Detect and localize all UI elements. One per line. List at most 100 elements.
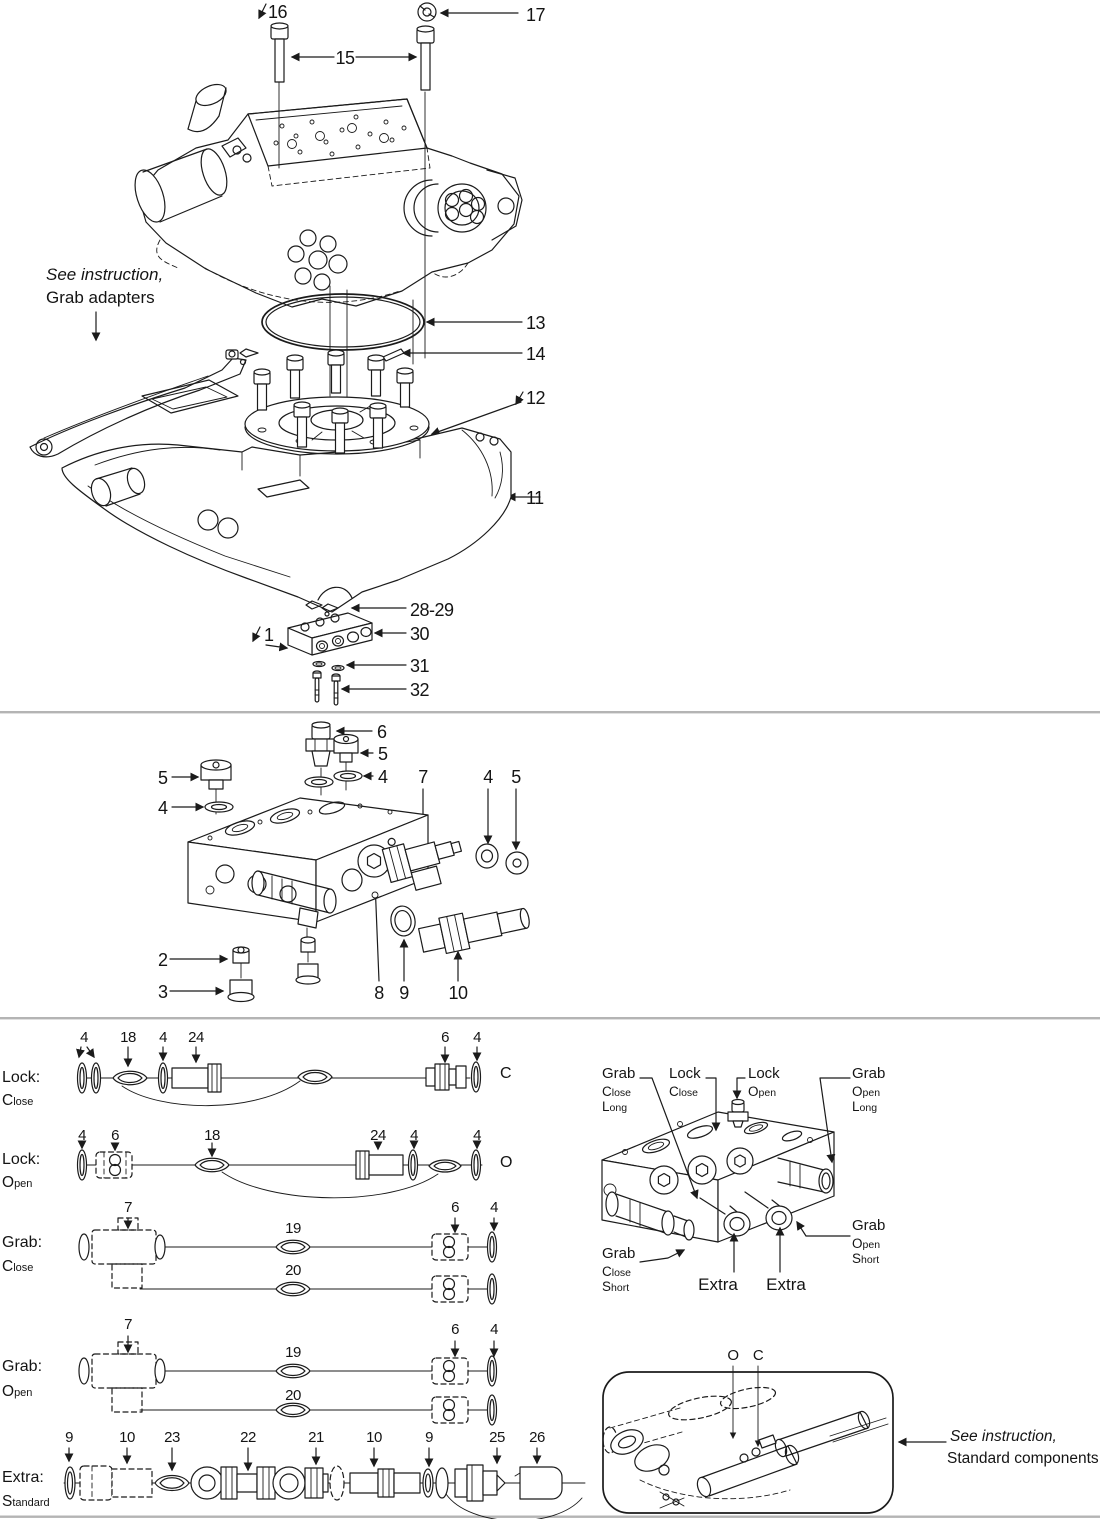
port-sub: Open: [852, 1236, 881, 1251]
part-label: 20: [285, 1387, 301, 1404]
part-label: 4: [490, 1321, 498, 1338]
row-lock-open: [76, 1140, 483, 1199]
union-22: [190, 1466, 306, 1500]
hex-plug-8: [357, 844, 391, 878]
tee-fitting: [251, 870, 337, 939]
port-sub: Close: [602, 1084, 632, 1099]
valve-block-exploded: [169, 721, 530, 1003]
port-sub: Close: [602, 1264, 632, 1279]
front-cartridges: [603, 1147, 754, 1197]
part-label: 21: [308, 1429, 324, 1446]
callout-31: 31: [410, 656, 430, 676]
callout-17: 17: [526, 5, 546, 25]
row-label-grab-close: Grab:: [2, 1234, 43, 1251]
rotator-body: [134, 83, 523, 411]
callout-4-left: 4: [158, 798, 168, 818]
coupling-6-dashed: [431, 1357, 469, 1385]
port-sub: Long: [602, 1099, 628, 1114]
row-mode-open: Open: [2, 1174, 33, 1191]
row-mode-close: Close: [2, 1258, 34, 1275]
part-label: 6: [451, 1199, 459, 1216]
nut-21: [304, 1467, 329, 1499]
part-label: 24: [370, 1127, 386, 1144]
callout-10: 10: [448, 983, 468, 1003]
top-leaders: [91, 3, 541, 694]
note-see-instruction: See instruction,: [46, 265, 164, 284]
row-mode-open: Open: [2, 1383, 33, 1400]
callout-30: 30: [410, 624, 430, 644]
part-label: 4: [473, 1029, 481, 1046]
standard-components-box: [602, 1365, 947, 1514]
cartridge-valve-7: [381, 837, 463, 891]
nipple-6: [305, 721, 337, 796]
part-label: 24: [188, 1029, 204, 1046]
part-label: 4: [159, 1029, 167, 1046]
row-label-lock-open: Lock:: [2, 1151, 41, 1168]
plug-2: [232, 946, 250, 979]
note-standard-components: Standard components: [947, 1450, 1099, 1467]
hose-bundle-sketch: [602, 1386, 889, 1509]
coupling-6-dashed: [95, 1151, 133, 1179]
part-label: 19: [285, 1220, 301, 1237]
port-grab-open-short: Grab: [852, 1217, 886, 1234]
o-ring-9: [390, 905, 416, 937]
port-grab-close-short: Grab: [602, 1245, 636, 1262]
row-grab-close: [78, 1217, 499, 1305]
valve-7-dashed: [78, 1217, 166, 1289]
callout-6: 6: [377, 722, 387, 742]
part-label: 4: [410, 1127, 418, 1144]
part-label: 9: [65, 1429, 73, 1446]
callout-2: 2: [158, 950, 168, 970]
top-exploded-view: [29, 2, 541, 706]
callout-5-right: 5: [511, 767, 521, 787]
callout-4-right: 4: [483, 767, 493, 787]
port-sub: Close: [669, 1084, 699, 1099]
callout-5-top: 5: [378, 744, 388, 764]
part-label: 6: [111, 1127, 119, 1144]
plug-5-right: [505, 851, 529, 875]
row-label-lock-close: Lock:: [2, 1069, 41, 1086]
section-dividers: [0, 711, 1100, 1518]
washer-4: [333, 770, 363, 782]
valve-port-leaders: [639, 1077, 851, 1273]
hose-label-c: C: [752, 1347, 764, 1364]
part-label: 19: [285, 1344, 301, 1361]
part-label: 6: [441, 1029, 449, 1046]
port-grab-close-long: Grab: [602, 1065, 636, 1082]
quick-coupler-25: [454, 1464, 506, 1502]
fitting-10-row: [349, 1468, 421, 1498]
port-sub: Open: [748, 1084, 777, 1099]
row-lock-close: [76, 1046, 482, 1107]
cap-3: [227, 979, 255, 1003]
port-lock-close: Lock: [669, 1065, 701, 1082]
callout-7: 7: [418, 767, 428, 787]
callout-13: 13: [526, 313, 546, 333]
callout-28-29: 28-29: [410, 600, 454, 620]
grab-cradle-frame: [29, 348, 512, 613]
fitting-10: [417, 907, 530, 955]
part-label: 4: [80, 1029, 88, 1046]
swivel-coupling: [403, 169, 523, 241]
part-label: 18: [120, 1029, 136, 1046]
coupling-6-dashed: [431, 1396, 469, 1424]
port-extra-2: Extra: [766, 1275, 806, 1294]
port-lock-open: Lock: [748, 1065, 780, 1082]
part-label: 23: [164, 1429, 180, 1446]
callout-5-left: 5: [158, 768, 168, 788]
part-label: 22: [240, 1429, 256, 1446]
pin-14: [382, 348, 405, 362]
callout-14: 14: [526, 344, 546, 364]
hose-label-o: O: [727, 1347, 739, 1364]
row-extra-standard: [63, 1447, 586, 1519]
callout-3: 3: [158, 982, 168, 1002]
lock-washer-17: [417, 2, 437, 22]
part-label: 10: [119, 1429, 135, 1446]
part-label: 26: [529, 1429, 545, 1446]
port-letter-o: O: [500, 1154, 513, 1171]
o-ring-13: [261, 293, 425, 351]
part-label: 6: [451, 1321, 459, 1338]
note-see-instruction-2: See instruction,: [950, 1428, 1057, 1445]
left-tee-fitting: [605, 1191, 695, 1241]
